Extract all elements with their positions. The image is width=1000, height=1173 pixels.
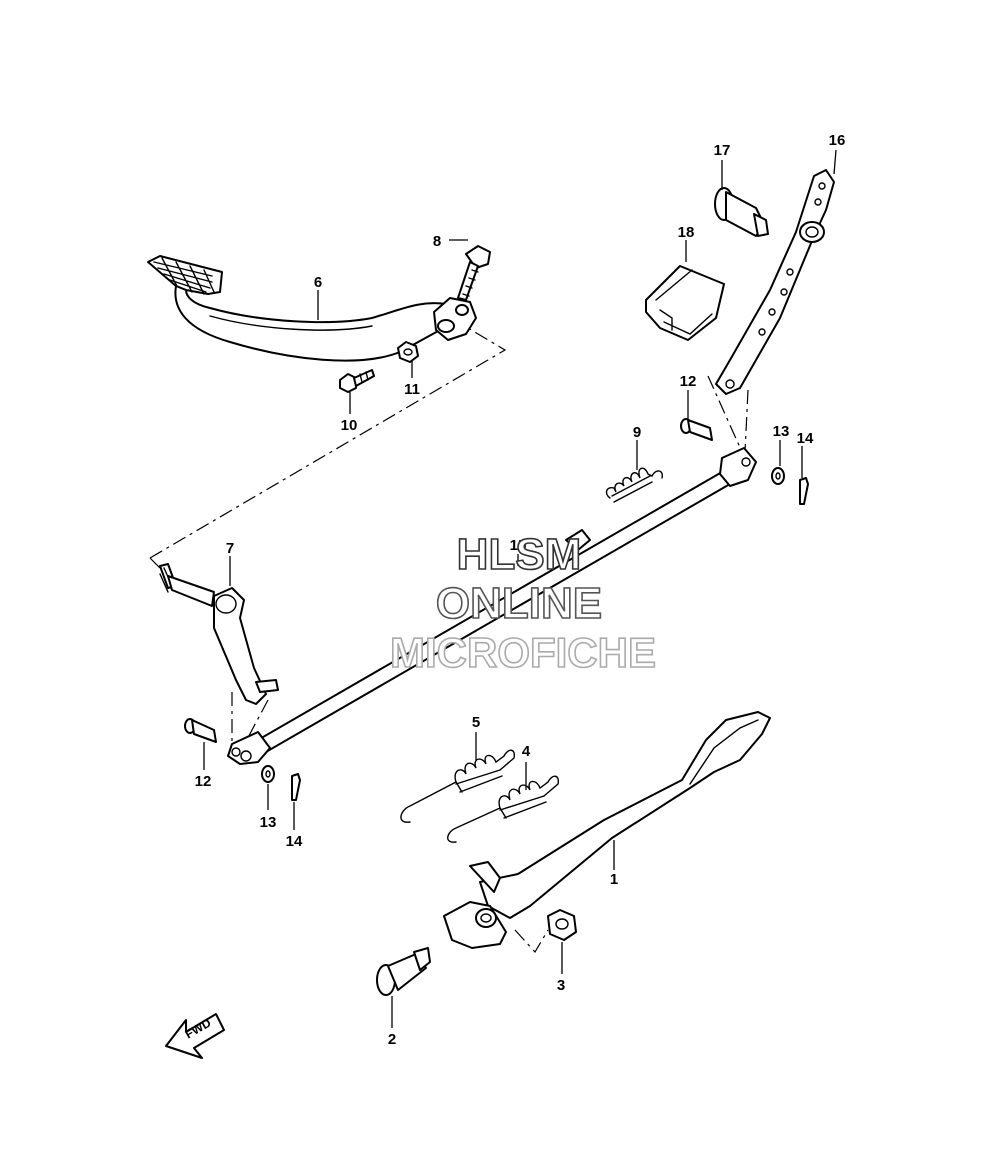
cotter-pin-14-lower bbox=[291, 773, 301, 801]
pin-12-upper bbox=[680, 418, 713, 441]
callout-9: 9 bbox=[633, 424, 641, 441]
spring-4 bbox=[447, 775, 560, 843]
bolt-8 bbox=[457, 245, 491, 301]
long-rod bbox=[227, 447, 757, 765]
callout-14-lower: 14 bbox=[286, 833, 303, 850]
callout-10: 10 bbox=[341, 417, 358, 434]
callout-7: 7 bbox=[226, 540, 234, 557]
watermark-line-3: MICROFICHE bbox=[390, 629, 656, 676]
leader-lines bbox=[203, 149, 837, 1028]
nut-3 bbox=[547, 909, 577, 941]
side-stand-1 bbox=[443, 711, 771, 949]
cover-18 bbox=[645, 265, 725, 341]
callout-17: 17 bbox=[714, 142, 731, 159]
callout-14-upper: 14 bbox=[797, 430, 814, 447]
callout-18: 18 bbox=[678, 224, 695, 241]
cotter-pin-14-upper bbox=[799, 477, 809, 505]
nut-11 bbox=[397, 341, 419, 363]
shaft-arm-7 bbox=[159, 563, 279, 705]
washer-13-lower bbox=[261, 765, 275, 783]
callout-8: 8 bbox=[433, 233, 441, 250]
callout-12-lower: 12 bbox=[195, 773, 212, 790]
callout-15: 15 bbox=[510, 537, 527, 554]
pivot-bolt-2 bbox=[376, 947, 431, 996]
callout-12-upper: 12 bbox=[680, 373, 697, 390]
pivot-bolt-17 bbox=[714, 187, 769, 237]
watermark-line-2: ONLINE bbox=[436, 579, 602, 628]
callout-6: 6 bbox=[314, 274, 322, 291]
callout-13-lower: 13 bbox=[260, 814, 277, 831]
callout-labels: 1 2 3 4 5 6 7 8 9 10 11 12 12 13 13 14 1… bbox=[195, 132, 846, 1048]
washer-13-upper bbox=[771, 467, 785, 485]
pin-12-lower bbox=[184, 718, 217, 743]
callout-16: 16 bbox=[829, 132, 846, 149]
callout-11: 11 bbox=[404, 381, 420, 398]
callout-1: 1 bbox=[610, 871, 618, 888]
spring-9 bbox=[605, 467, 664, 503]
forward-direction-arrow: FWD bbox=[165, 1013, 225, 1059]
bolt-10 bbox=[339, 369, 375, 393]
callout-2: 2 bbox=[388, 1031, 396, 1048]
callout-5: 5 bbox=[472, 714, 480, 731]
callout-13-upper: 13 bbox=[773, 423, 790, 440]
brake-pedal bbox=[147, 255, 477, 362]
spring-5 bbox=[400, 749, 516, 823]
callout-4: 4 bbox=[522, 743, 531, 760]
alignment-lines bbox=[149, 327, 749, 954]
watermark: HLSM ONLINE MICROFICHE bbox=[389, 529, 657, 677]
watermark-line-1: HLSM bbox=[457, 530, 582, 579]
callout-3: 3 bbox=[557, 977, 565, 994]
link-arm-16 bbox=[715, 169, 835, 395]
